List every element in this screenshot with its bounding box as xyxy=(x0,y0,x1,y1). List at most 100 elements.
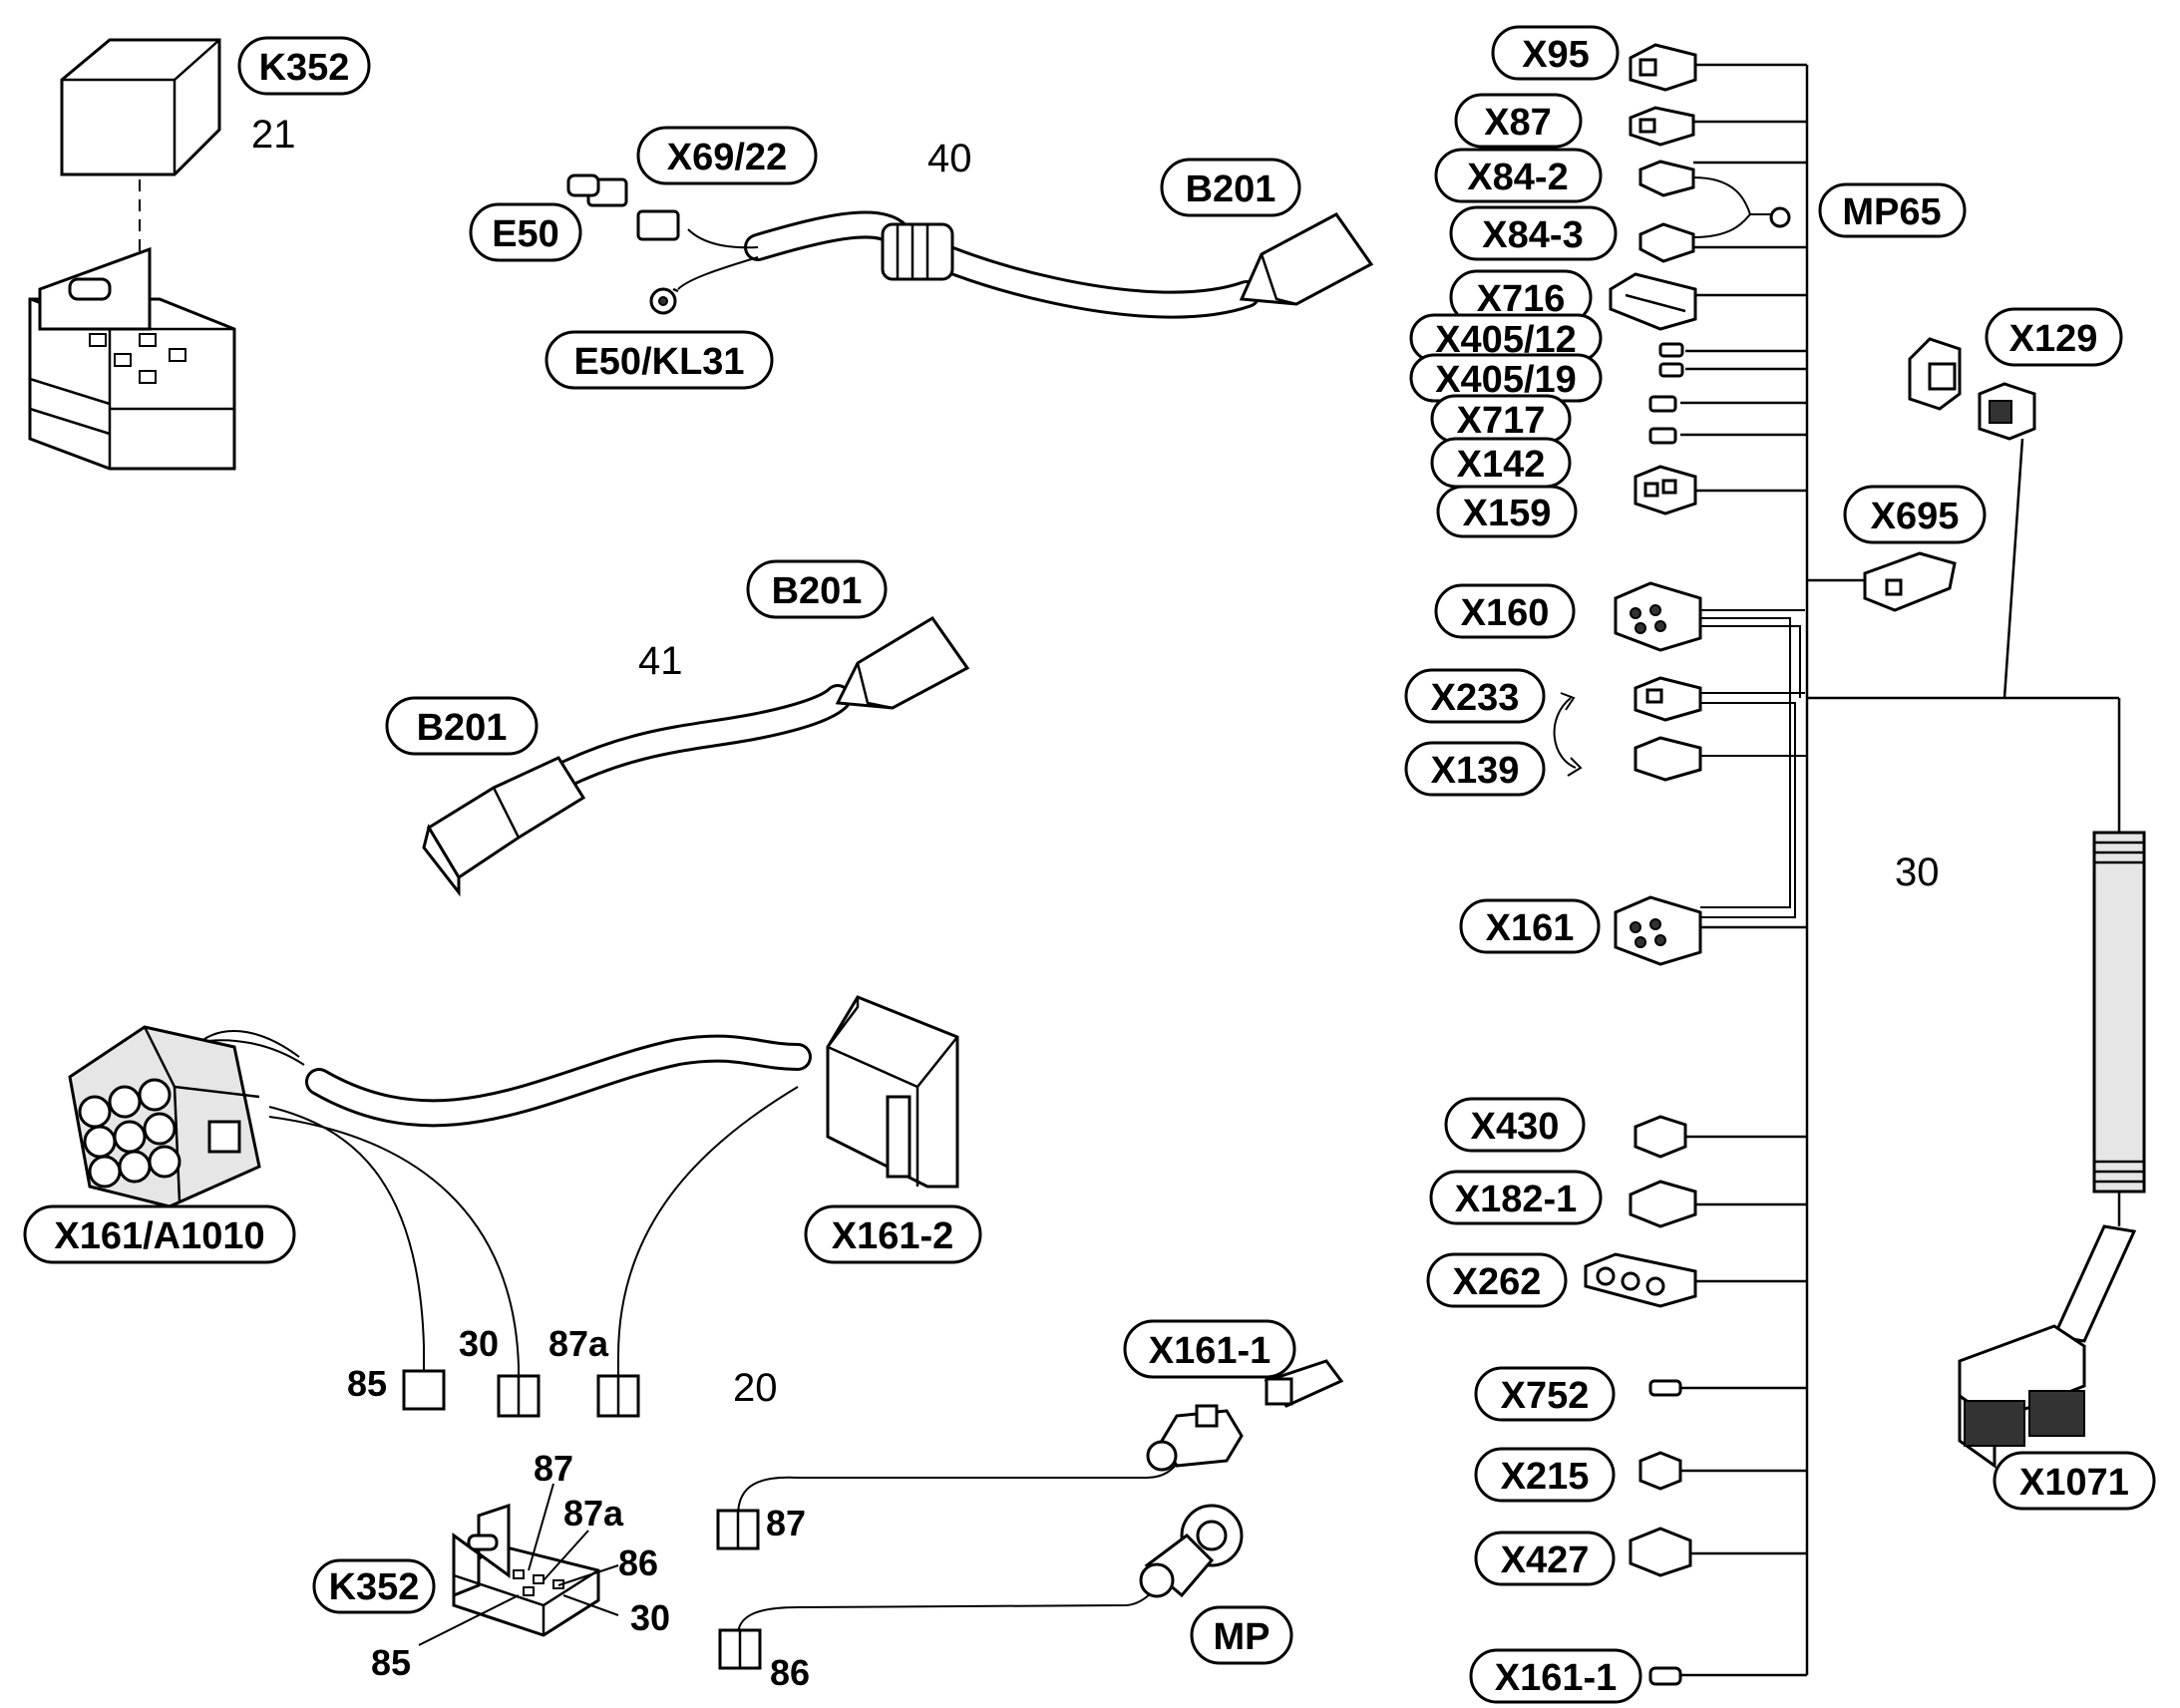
connector-x262 xyxy=(1584,1252,1697,1308)
harness-30 xyxy=(1680,63,2146,1677)
connector-x695 xyxy=(1863,551,1957,612)
label-x84-3: X84-3 xyxy=(1449,205,1618,261)
svg-text:X695: X695 xyxy=(1871,496,1960,537)
connector-x161-1-mid xyxy=(1146,1359,1344,1472)
label-b201-mid: B201 xyxy=(746,559,888,619)
svg-text:B201: B201 xyxy=(417,707,508,749)
connector-x159 xyxy=(1634,465,1697,515)
svg-text:X182-1: X182-1 xyxy=(1455,1179,1578,1220)
svg-text:X87: X87 xyxy=(1484,102,1552,144)
part-number-21: 21 xyxy=(251,113,296,157)
svg-text:X139: X139 xyxy=(1431,750,1520,792)
socket-pin-87a: 87a xyxy=(563,1493,624,1534)
label-x84-2: X84-2 xyxy=(1434,148,1603,203)
svg-text:X129: X129 xyxy=(2009,318,2098,360)
x233-x139-arrow xyxy=(1553,697,1577,769)
connector-x161-1-right xyxy=(1648,1666,1682,1686)
svg-text:X405/19: X405/19 xyxy=(1435,359,1577,401)
svg-text:K352: K352 xyxy=(329,1566,420,1608)
label-x717: X717 xyxy=(1430,394,1572,444)
pin-label-87a: 87a xyxy=(548,1323,609,1364)
label-x159: X159 xyxy=(1436,485,1578,538)
svg-text:X427: X427 xyxy=(1501,1539,1590,1581)
relay-k352-top xyxy=(28,38,236,471)
svg-text:X752: X752 xyxy=(1501,1375,1590,1417)
harness-40 xyxy=(566,173,1374,319)
connector-x1071 xyxy=(1958,1224,2137,1469)
svg-text:X430: X430 xyxy=(1471,1106,1560,1148)
connector-x405-12 xyxy=(1658,342,1684,358)
pin-label-85: 85 xyxy=(347,1363,387,1404)
svg-text:X716: X716 xyxy=(1477,278,1566,320)
part-number-20: 20 xyxy=(733,1366,778,1410)
ring-terminal-e50-kl31 xyxy=(649,287,679,315)
socket-pin-86: 86 xyxy=(618,1542,658,1583)
label-k352-bottom: K352 xyxy=(312,1558,436,1614)
connector-x142 xyxy=(1648,427,1677,445)
svg-text:X215: X215 xyxy=(1501,1456,1590,1498)
ring-terminal-mp xyxy=(1139,1504,1244,1598)
label-x182-1: X182-1 xyxy=(1429,1170,1603,1225)
svg-text:X717: X717 xyxy=(1457,400,1546,442)
svg-text:X161-1: X161-1 xyxy=(1149,1330,1272,1372)
connector-x84-3 xyxy=(1638,222,1695,263)
label-x161-2: X161-2 xyxy=(804,1204,982,1264)
svg-text:X84-2: X84-2 xyxy=(1467,157,1568,198)
label-x427: X427 xyxy=(1474,1531,1616,1586)
label-x161-1-mid: X161-1 xyxy=(1123,1319,1296,1379)
x233-arrowhead xyxy=(1560,692,1576,711)
label-k352-top: K352 xyxy=(237,36,371,96)
connector-b201-mid xyxy=(835,615,970,710)
connector-x161-right xyxy=(1614,895,1702,966)
socket-pin-87: 87 xyxy=(534,1448,573,1489)
connector-x427 xyxy=(1629,1527,1692,1577)
label-x752: X752 xyxy=(1474,1366,1616,1422)
label-x139: X139 xyxy=(1404,741,1546,797)
terminal-85 xyxy=(402,1346,446,1411)
label-x87: X87 xyxy=(1454,93,1583,149)
label-mp65: MP65 xyxy=(1818,182,1967,238)
svg-text:X69/22: X69/22 xyxy=(667,137,787,178)
connector-x161-a1010 xyxy=(68,1025,261,1208)
svg-text:X233: X233 xyxy=(1431,677,1520,719)
label-x262: X262 xyxy=(1426,1252,1568,1308)
label-x142: X142 xyxy=(1430,437,1572,489)
svg-text:X262: X262 xyxy=(1453,1261,1542,1303)
connector-x405-19 xyxy=(1658,362,1684,378)
connector-e50 xyxy=(566,173,680,241)
connector-x717 xyxy=(1648,395,1677,413)
svg-text:MP65: MP65 xyxy=(1842,191,1941,233)
label-x716: X716 xyxy=(1449,269,1593,325)
connector-x182-1 xyxy=(1629,1180,1697,1228)
pin-label-30: 30 xyxy=(459,1323,499,1364)
connector-x716 xyxy=(1609,272,1697,331)
wire-87 xyxy=(716,1455,1183,1550)
connector-x95 xyxy=(1629,43,1697,92)
connector-x84-2 xyxy=(1638,160,1695,197)
socket-pin-85: 85 xyxy=(371,1642,411,1683)
x139-arrowhead xyxy=(1567,757,1583,777)
connector-x129 xyxy=(1908,337,2036,441)
svg-text:B201: B201 xyxy=(772,570,863,612)
label-x161-1-right: X161-1 xyxy=(1469,1648,1642,1704)
svg-text:X161-1: X161-1 xyxy=(1495,1657,1618,1699)
label-x161-a1010: X161/A1010 xyxy=(23,1204,296,1264)
svg-text:X159: X159 xyxy=(1463,493,1552,534)
connector-x87 xyxy=(1629,106,1695,147)
label-x69-22: X69/22 xyxy=(636,126,818,185)
svg-text:X161/A1010: X161/A1010 xyxy=(54,1215,264,1257)
connector-b201-top xyxy=(1239,212,1374,306)
label-b201-left: B201 xyxy=(385,696,539,756)
connector-x752 xyxy=(1648,1379,1682,1397)
label-e50: E50 xyxy=(469,202,582,262)
harness-20 xyxy=(68,995,959,1418)
svg-text:X95: X95 xyxy=(1522,34,1590,76)
relay-socket-k352-bottom xyxy=(418,1483,619,1646)
svg-text:E50: E50 xyxy=(492,213,559,255)
connector-x160 xyxy=(1614,581,1702,652)
svg-text:B201: B201 xyxy=(1186,169,1276,210)
socket-pin-30: 30 xyxy=(630,1597,670,1638)
label-x233: X233 xyxy=(1404,668,1546,724)
label-x129: X129 xyxy=(1985,307,2123,367)
